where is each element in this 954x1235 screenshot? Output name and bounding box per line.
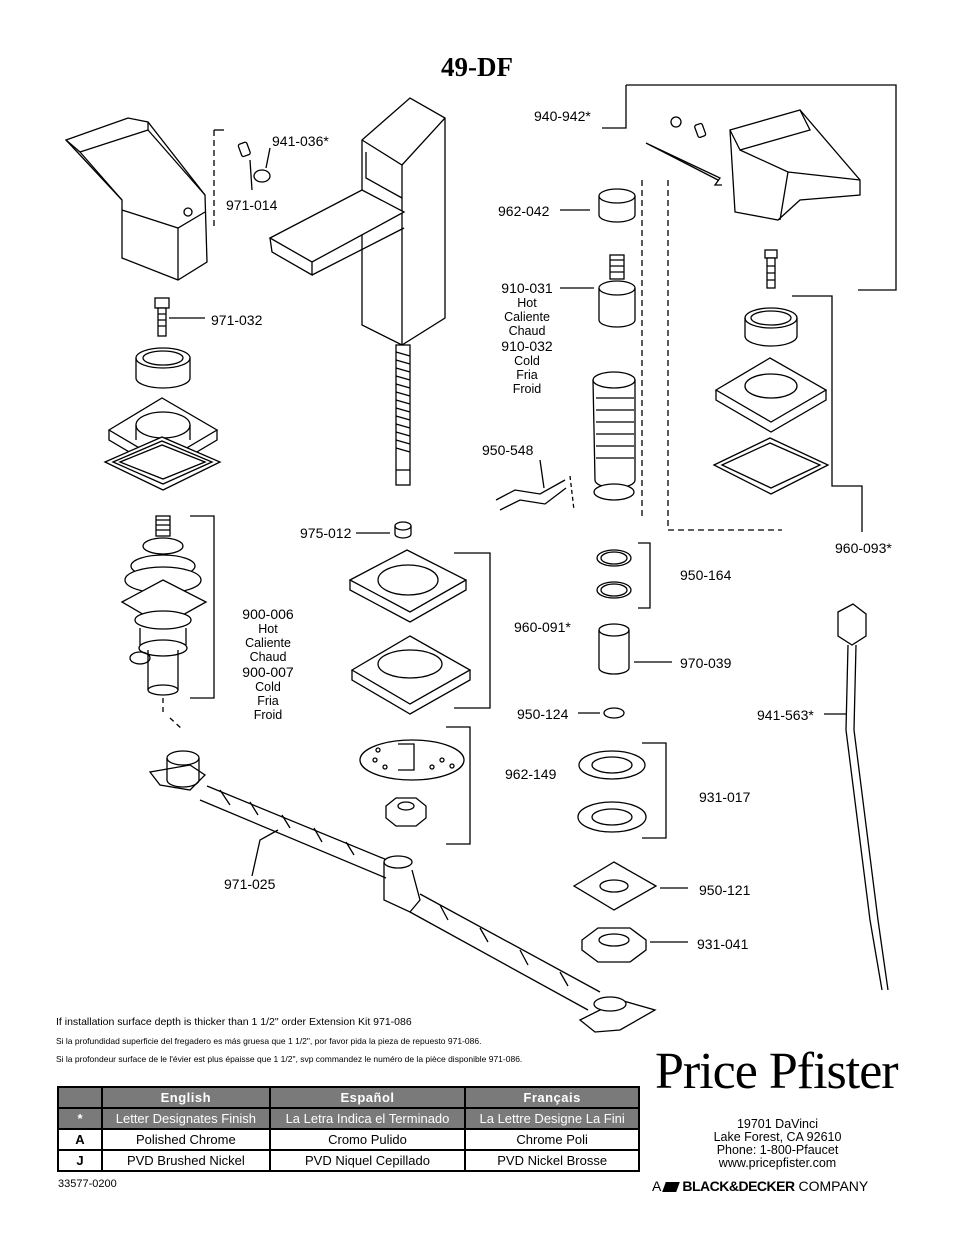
address-line-1: 19701 DaVinci [736, 1117, 819, 1131]
label-971-014: 971-014 [226, 197, 278, 213]
label-970-039: 970-039 [680, 655, 732, 671]
table-cell: La Lettre Designe La Fini [464, 1107, 640, 1130]
label-931-041: 931-041 [697, 936, 749, 952]
company-name: BLACK&DECKER [682, 1178, 795, 1194]
parent-company: A BLACK&DECKER COMPANY [652, 1178, 868, 1194]
label-910-031: 910-031 Hot Caliente Chaud 910-032 Cold … [501, 280, 553, 396]
label-941-563: 941-563* [757, 707, 814, 723]
left-handle [64, 117, 208, 281]
lift-rod-941-563 [837, 603, 889, 991]
row-key: A [57, 1128, 103, 1151]
label-971-032: 971-032 [211, 312, 263, 328]
table-cell: Letter Designates Finish [101, 1107, 271, 1130]
table-cell: PVD Niquel Cepillado [268, 1149, 467, 1172]
spout-body [268, 97, 446, 346]
hose-971-025 [148, 750, 657, 1033]
table-cell: La Letra Indica el Terminado [268, 1107, 467, 1130]
label-950-124: 950-124 [517, 706, 569, 722]
note-french: Si la profondeur surface de le l'évier e… [56, 1054, 523, 1064]
table-cell: Cromo Pulido [268, 1128, 467, 1151]
label-960-093: 960-093* [835, 540, 892, 556]
cartridge-sleeve [592, 371, 636, 501]
phone: Phone: 1-800-Pfaucet [716, 1143, 839, 1157]
label-962-042: 962-042 [498, 203, 550, 219]
label-975-012: 975-012 [300, 525, 352, 541]
table-cell: PVD Brushed Nickel [101, 1149, 271, 1172]
label-941-036: 941-036* [272, 133, 329, 149]
label-971-025: 971-025 [224, 876, 276, 892]
label-940-942: 940-942* [534, 108, 591, 124]
row-key: * [57, 1107, 103, 1130]
company-suffix: COMPANY [798, 1178, 869, 1194]
right-handle [729, 109, 861, 221]
table-cell: Chrome Poli [464, 1128, 640, 1151]
finish-table: English Español Français * Letter Design… [57, 1086, 640, 1172]
label-950-164: 950-164 [680, 567, 732, 583]
row-key: J [57, 1149, 103, 1172]
finish-table-header: English Español Français [57, 1086, 640, 1109]
label-950-548: 950-548 [482, 442, 534, 458]
table-row: J PVD Brushed Nickel PVD Niquel Cepillad… [57, 1149, 640, 1172]
mounting-plate-962-149 [359, 739, 465, 781]
header-espanol: Español [268, 1086, 467, 1109]
address-line-2: Lake Forest, CA 92610 [713, 1130, 842, 1144]
table-row: * Letter Designates Finish La Letra Indi… [57, 1107, 640, 1130]
screw-971-032 [154, 297, 170, 337]
document-number: 33577-0200 [58, 1178, 117, 1190]
valve-900-006 [120, 515, 208, 696]
note-english: If installation surface depth is thicker… [56, 1016, 412, 1028]
header-francais: Français [464, 1086, 640, 1109]
header-english: English [101, 1086, 271, 1109]
note-spanish: Si la profundidad superficie del fregade… [56, 1036, 482, 1046]
label-900-006: 900-006 Hot Caliente Chaud 900-007 Cold … [242, 606, 294, 722]
company-prefix: A [652, 1178, 661, 1194]
black-decker-hexagon-icon [662, 1182, 681, 1192]
table-cell: Polished Chrome [101, 1128, 271, 1151]
label-931-017: 931-017 [699, 789, 751, 805]
brand-logo: Price Pfister [655, 1043, 899, 1100]
table-row: A Polished Chrome Cromo Pulido Chrome Po… [57, 1128, 640, 1151]
label-962-149: 962-149 [505, 766, 557, 782]
page-title: 49-DF [441, 52, 513, 82]
label-950-121: 950-121 [699, 882, 751, 898]
cartridge-910-031 [598, 254, 636, 328]
label-960-091: 960-091* [514, 619, 571, 635]
table-cell: PVD Nickel Brosse [464, 1149, 640, 1172]
website: www.pricepfister.com [718, 1156, 837, 1170]
header-blank [57, 1086, 103, 1109]
